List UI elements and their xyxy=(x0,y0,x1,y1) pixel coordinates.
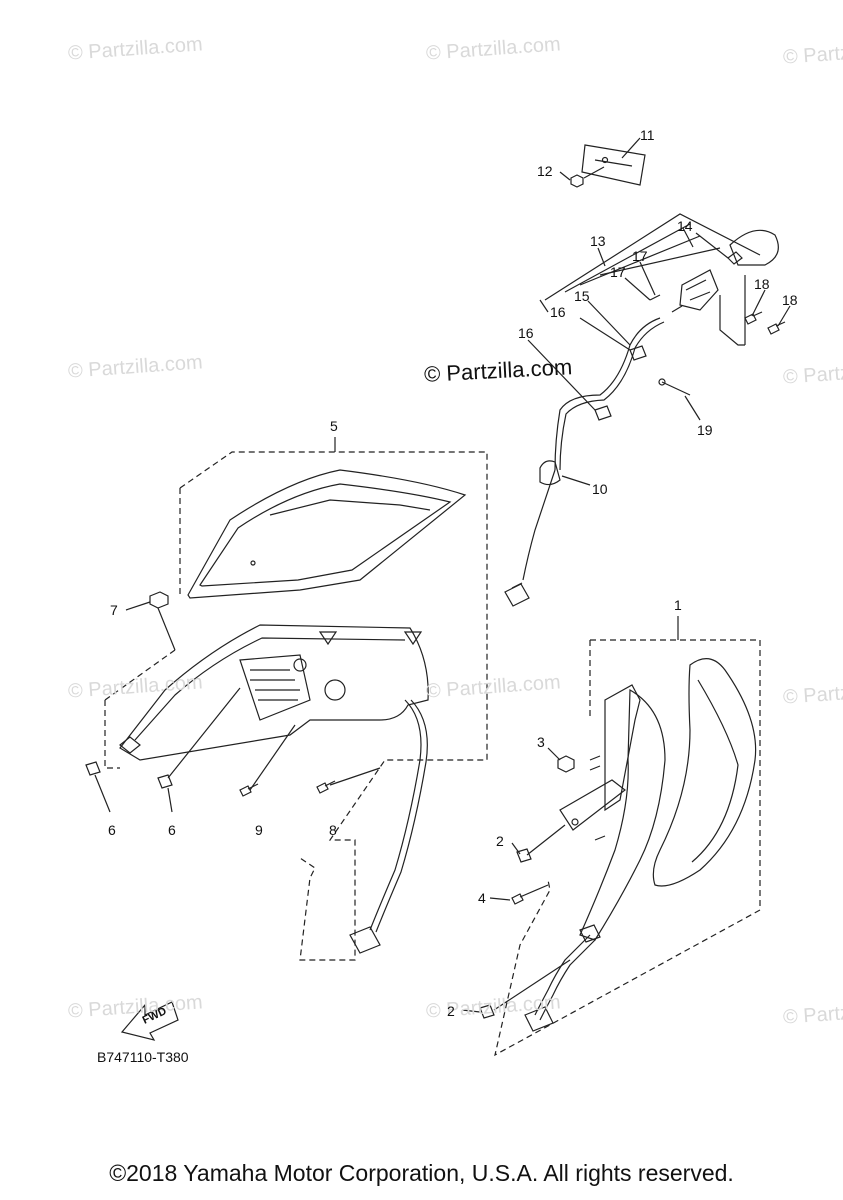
callout-17: 17 xyxy=(610,264,626,280)
fwd-arrow-icon xyxy=(120,1001,179,1041)
callout-11: 11 xyxy=(640,127,655,143)
copyright-notice: ©2018 Yamaha Motor Corporation, U.S.A. A… xyxy=(109,1160,734,1186)
callout-9: 9 xyxy=(255,822,263,838)
callout-2: 2 xyxy=(447,1003,455,1019)
callout-3: 3 xyxy=(537,734,545,750)
callout-19: 19 xyxy=(697,422,713,438)
license-light-assembly xyxy=(504,137,791,607)
tail-light-assembly xyxy=(85,437,488,961)
callout-16: 16 xyxy=(550,304,566,320)
callout-13: 13 xyxy=(590,233,606,249)
callout-18: 18 xyxy=(754,276,770,292)
callout-15: 15 xyxy=(574,288,590,304)
callout-17: 17 xyxy=(632,248,648,264)
callout-4: 4 xyxy=(478,890,486,906)
callout-7: 7 xyxy=(110,602,118,618)
callout-2: 2 xyxy=(496,833,504,849)
callout-6: 6 xyxy=(108,822,116,838)
callout-6: 6 xyxy=(168,822,176,838)
callout-10: 10 xyxy=(592,481,608,497)
callout-18: 18 xyxy=(782,292,798,308)
callout-1: 1 xyxy=(674,597,682,613)
callout-14: 14 xyxy=(677,218,693,234)
diagram-code: B747110-T380 xyxy=(97,1049,189,1065)
callout-12: 12 xyxy=(537,163,553,179)
turn-signal-assembly xyxy=(461,616,761,1057)
callout-16: 16 xyxy=(518,325,534,341)
callout-8: 8 xyxy=(329,822,337,838)
callout-5: 5 xyxy=(330,418,338,434)
